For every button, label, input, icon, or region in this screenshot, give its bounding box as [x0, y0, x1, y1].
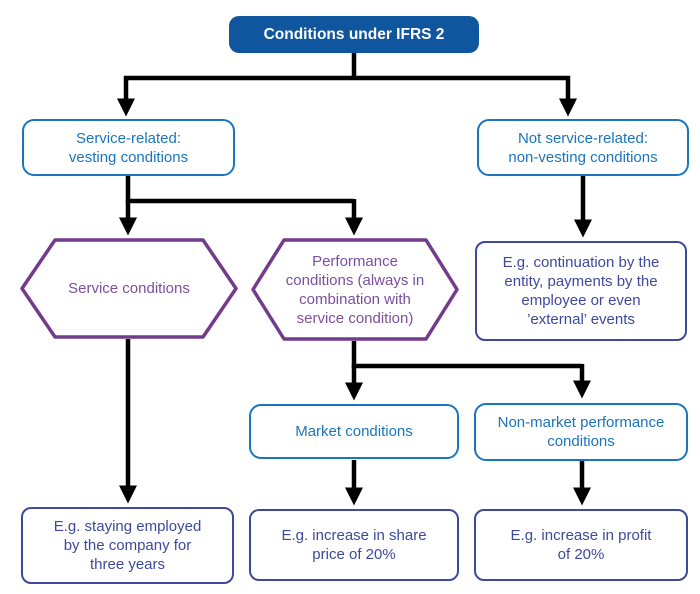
node-label: Service conditions: [68, 280, 190, 297]
node-service-related-vesting: Service-related: vesting conditions: [22, 119, 235, 176]
hexagon-shape: [251, 238, 459, 341]
node-service-conditions-example: E.g. staying employed by the company for…: [21, 507, 234, 584]
connector-performance-split: [351, 341, 582, 369]
node-label: Performance conditions (always in combin…: [285, 252, 425, 327]
node-non-market-performance-conditions: Non-market performance conditions: [474, 403, 688, 461]
node-market-conditions: Market conditions: [249, 404, 459, 459]
connector-service-split: [125, 176, 354, 204]
node-conditions-under-ifrs2: Conditions under IFRS 2: [229, 16, 479, 53]
node-performance-conditions: Performance conditions (always in combin…: [251, 238, 459, 341]
node-service-conditions: Service conditions: [20, 238, 238, 339]
node-non-vesting-example: E.g. continuation by the entity, payment…: [475, 241, 687, 341]
hexagon-shape: [20, 238, 238, 339]
node-not-service-related-non-vesting: Not service-related: non-vesting conditi…: [477, 119, 689, 176]
node-non-market-example: E.g. increase in profit of 20%: [474, 509, 688, 581]
node-market-conditions-example: E.g. increase in share price of 20%: [249, 509, 459, 581]
